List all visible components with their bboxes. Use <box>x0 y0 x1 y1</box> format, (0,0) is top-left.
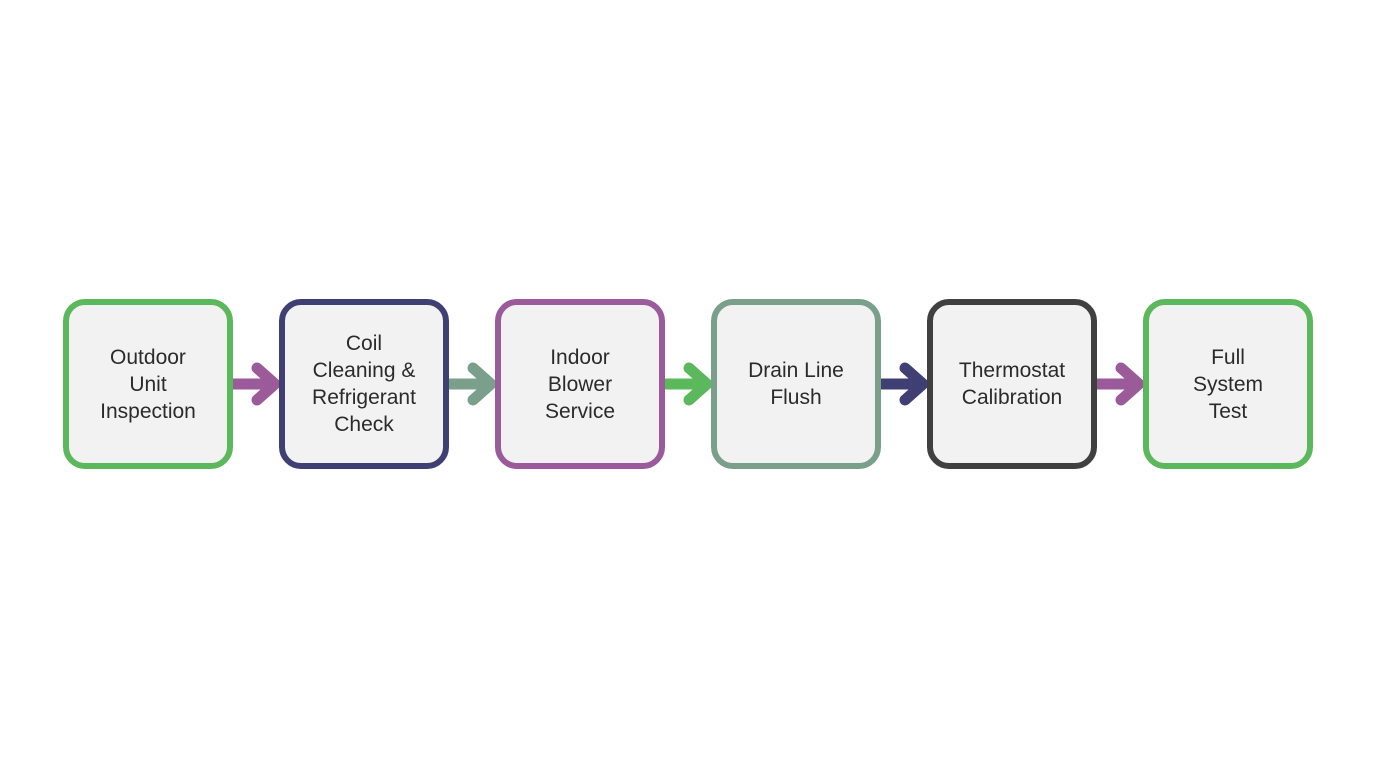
flow-arrow-5 <box>1083 354 1155 414</box>
arrow-right-icon <box>1083 362 1145 406</box>
flow-arrow-4 <box>867 354 939 414</box>
step-drain-line-flush: Drain Line Flush <box>711 299 881 469</box>
step-label: Indoor Blower Service <box>544 345 616 423</box>
flow-arrow-3 <box>651 354 723 414</box>
step-label: Full System Test <box>1192 345 1263 423</box>
flow-arrow-2 <box>435 354 507 414</box>
step-label: Drain Line Flush <box>748 359 844 409</box>
flow-arrow-1 <box>219 354 291 414</box>
arrow-right-icon <box>435 362 497 406</box>
step-label: Outdoor Unit Inspection <box>100 345 196 423</box>
step-outdoor-unit-inspection: Outdoor Unit Inspection <box>63 299 233 469</box>
step-coil-cleaning-refrigerant-check: Coil Cleaning & Refrigerant Check <box>279 299 449 469</box>
step-full-system-test: Full System Test <box>1143 299 1313 469</box>
step-label: Thermostat Calibration <box>958 359 1066 409</box>
arrow-right-icon <box>219 362 281 406</box>
step-indoor-blower-service: Indoor Blower Service <box>495 299 665 469</box>
step-label: Coil Cleaning & Refrigerant Check <box>312 332 416 436</box>
step-thermostat-calibration: Thermostat Calibration <box>927 299 1097 469</box>
arrow-right-icon <box>651 362 713 406</box>
arrow-right-icon <box>867 362 929 406</box>
